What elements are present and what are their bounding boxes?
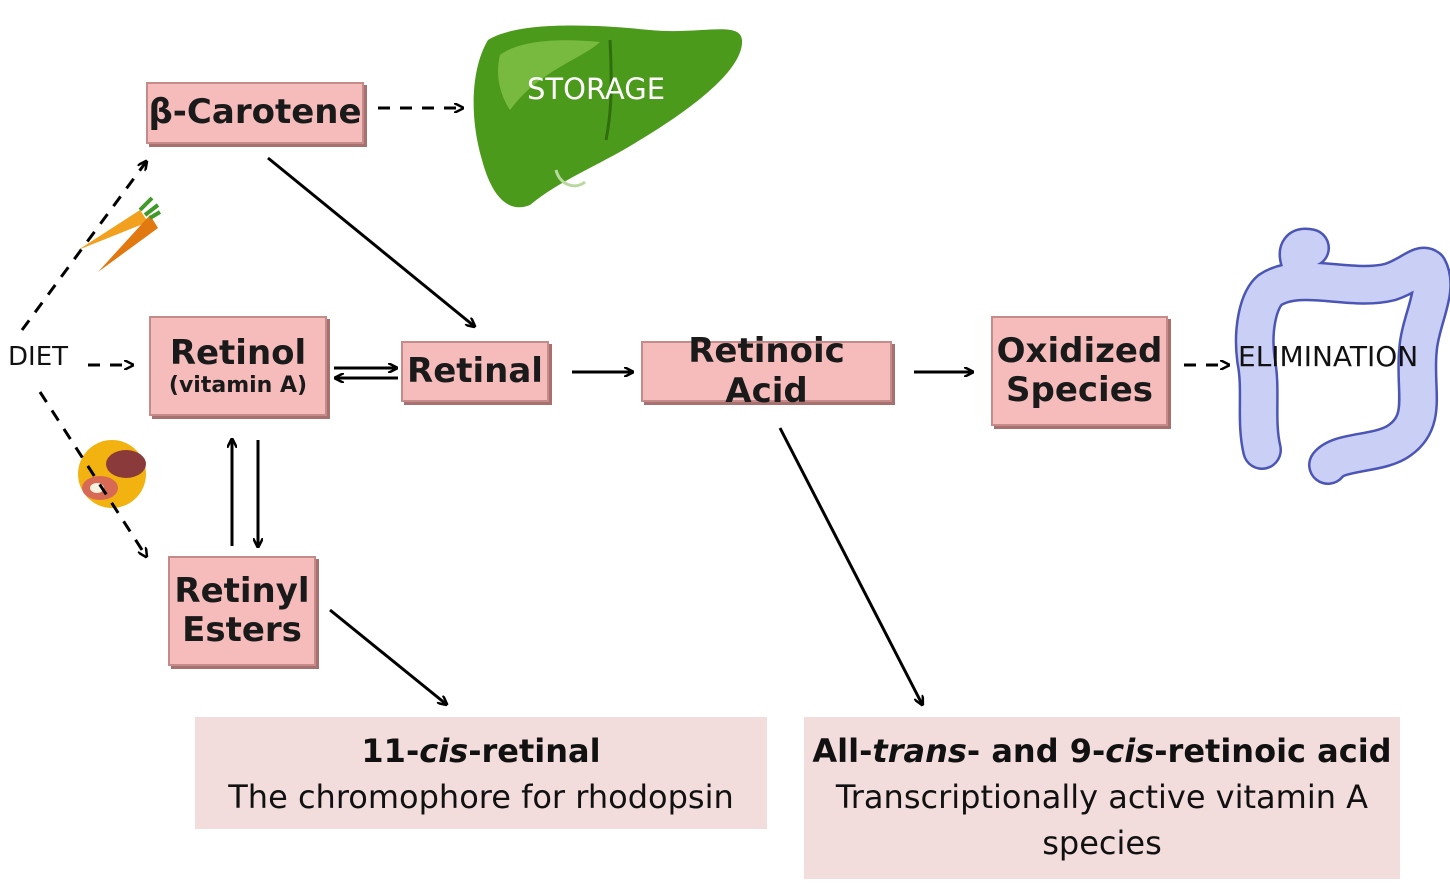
elimination-label: ELIMINATION	[1238, 340, 1419, 373]
intestine-icon	[1234, 227, 1450, 485]
retinol-label: Retinol	[169, 332, 307, 373]
carrot-icon	[78, 196, 162, 272]
retinoic-acid-body-line1: Transcriptionally active vitamin A	[835, 777, 1369, 816]
retinoic-acid-label: Retinoic Acid	[688, 331, 845, 411]
oxidized-species-node: Oxidized Species	[991, 316, 1168, 426]
beta-carotene-node: β-Carotene	[146, 82, 364, 144]
retinoic-acid-node: Retinoic Acid	[641, 332, 892, 410]
retinyl-esters-node: Retinyl Esters	[168, 556, 316, 666]
retinal-node: Retinal	[401, 341, 549, 402]
oxidized-label: Oxidized	[996, 330, 1163, 371]
retinoic-acid-body-line2: species	[1042, 824, 1162, 863]
retinol-sub-label: (vitamin A)	[168, 372, 308, 398]
retinyl-label: Retinyl	[174, 570, 310, 611]
retinol-node: Retinol (vitamin A)	[149, 316, 327, 416]
dashed-arrows	[20, 108, 1228, 556]
retinoic-acid-title: All-trans- and 9-cis-retinoic acid	[812, 732, 1392, 770]
diet-label: DIET	[8, 342, 68, 372]
retinal-label: Retinal	[407, 350, 543, 391]
cis-retinal-panel: 11-cis-retinal The chromophore for rhodo…	[195, 717, 767, 829]
beta-carotene-label: β-Carotene	[148, 92, 362, 133]
cis-retinal-title: 11-cis-retinal	[361, 732, 601, 770]
species-label: Species	[1006, 370, 1153, 410]
liver-icon	[473, 25, 743, 208]
retinoic-acid-panel: All-trans- and 9-cis-retinoic acid Trans…	[804, 717, 1400, 879]
meat-egg-icon	[78, 440, 146, 508]
cis-retinal-body: The chromophore for rhodopsin	[228, 777, 734, 816]
storage-label: STORAGE	[527, 72, 666, 106]
esters-label: Esters	[182, 610, 302, 650]
solid-arrows	[232, 156, 972, 704]
